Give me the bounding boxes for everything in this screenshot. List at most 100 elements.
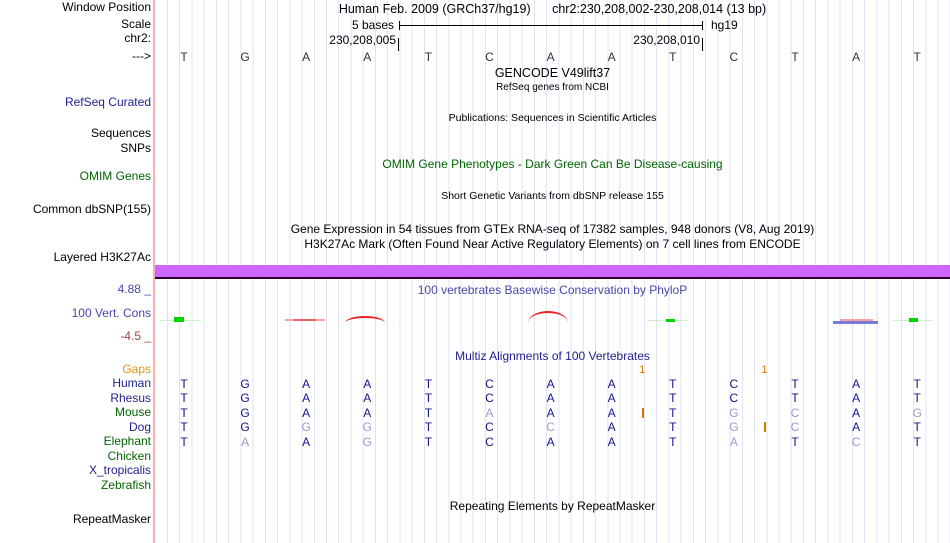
align-letter-mouse-9: G — [729, 405, 739, 420]
align-letter-mouse-6: A — [546, 405, 555, 420]
left-label-chromosome[interactable]: chr2: — [124, 31, 151, 45]
track-title-repeatmasker-title[interactable]: Repeating Elements by RepeatMasker — [449, 499, 656, 513]
track-title-refseq-ncbi[interactable]: RefSeq genes from NCBI — [496, 82, 609, 93]
align-letter-dog-4: T — [424, 420, 433, 435]
species-label-mouse[interactable]: Mouse — [114, 405, 151, 420]
align-letter-rhesus-10: T — [791, 391, 799, 406]
track-title-omim-phenotypes[interactable]: OMIM Gene Phenotypes - Dark Green Can Be… — [382, 157, 723, 171]
cons-mark-block-11 — [909, 317, 918, 322]
left-label-sequences[interactable]: Sequences — [90, 126, 151, 140]
ruler-tick-left — [398, 38, 399, 51]
align-letter-elephant-9: A — [729, 434, 738, 449]
align-letter-elephant-4: T — [424, 434, 433, 449]
cons-mark-hline-9 — [840, 319, 873, 321]
track-title-publications[interactable]: Publications: Sequences in Scientific Ar… — [448, 112, 657, 124]
track-title-phylop-title[interactable]: 100 vertebrates Basewise Conservation by… — [417, 283, 688, 297]
align-letter-mouse-7: A — [607, 405, 616, 420]
align-letter-elephant-3: G — [362, 434, 372, 449]
track-title-gencode[interactable]: GENCODE V49lift37 — [494, 66, 611, 80]
align-letter-human-0: T — [180, 376, 188, 391]
align-letter-elephant-12: T — [913, 434, 921, 449]
align-letter-human-12: T — [913, 376, 921, 391]
cons-mark-block-1 — [174, 317, 184, 322]
left-label-cons-max[interactable]: 4.88 _ — [117, 282, 151, 296]
left-label-refseq-curated[interactable]: RefSeq Curated — [64, 95, 151, 109]
species-label-human[interactable]: Human — [112, 376, 151, 391]
align-letter-mouse-5: A — [485, 405, 494, 420]
ruler-base-2: A — [302, 50, 311, 64]
align-letter-dog-2: G — [301, 420, 311, 435]
align-letter-rhesus-11: A — [852, 391, 861, 406]
left-label-100-vert-cons[interactable]: 100 Vert. Cons — [71, 306, 151, 320]
align-letter-human-11: A — [852, 376, 861, 391]
align-letter-dog-9: G — [729, 420, 739, 435]
species-label-elephant[interactable]: Elephant — [103, 434, 151, 449]
align-letter-rhesus-4: T — [424, 391, 433, 406]
assembly-title: Human Feb. 2009 (GRCh37/hg19) — [338, 2, 531, 16]
species-label-rhesus[interactable]: Rhesus — [110, 390, 151, 405]
cons-mark-arc-4 — [345, 316, 385, 323]
left-label-repeatmasker[interactable]: RepeatMasker — [72, 512, 151, 526]
left-label-common-dbsnp[interactable]: Common dbSNP(155) — [32, 202, 151, 216]
ruler-base-7: A — [607, 50, 616, 64]
ruler-base-10: T — [791, 50, 799, 64]
ruler-pos-left: 230,208,005 — [329, 33, 396, 47]
align-letter-rhesus-1: G — [240, 391, 250, 406]
align-letter-mouse-3: A — [363, 405, 372, 420]
align-letter-mouse-1: G — [240, 405, 250, 420]
position-title: chr2:230,208,002-230,208,014 (13 bp) — [552, 2, 767, 16]
align-letter-human-6: A — [546, 376, 555, 391]
align-letter-rhesus-0: T — [180, 391, 188, 406]
ruler-base-6: A — [546, 50, 555, 64]
left-label-snps[interactable]: SNPs — [120, 141, 151, 155]
align-letter-rhesus-8: T — [669, 391, 677, 406]
align-letter-mouse-11: A — [852, 405, 861, 420]
species-label-zebrafish[interactable]: Zebrafish — [100, 477, 151, 492]
align-letter-dog-3: G — [362, 420, 372, 435]
align-letter-dog-6: C — [546, 420, 555, 435]
align-letter-elephant-5: C — [485, 434, 494, 449]
left-label-scale[interactable]: Scale — [120, 17, 151, 31]
species-label-gaps[interactable]: Gaps — [122, 362, 151, 376]
gap-count-label-0: 1 — [639, 363, 646, 376]
align-letter-dog-1: G — [240, 420, 250, 435]
species-label-dog[interactable]: Dog — [128, 419, 151, 434]
h3k27ac-density-bar[interactable] — [155, 265, 950, 279]
left-label-cons-min[interactable]: -4.5 _ — [120, 329, 151, 343]
align-letter-elephant-10: T — [791, 434, 799, 449]
align-letter-dog-5: C — [485, 420, 494, 435]
align-letter-dog-11: A — [852, 420, 861, 435]
track-title-h3k27ac-title[interactable]: H3K27Ac Mark (Often Found Near Active Re… — [304, 237, 801, 251]
align-letter-dog-0: T — [180, 420, 188, 435]
align-letter-human-4: T — [424, 376, 433, 391]
ruler-base-12: T — [913, 50, 921, 64]
align-letter-elephant-0: T — [180, 434, 188, 449]
left-label-window-position[interactable]: Window Position — [62, 0, 151, 14]
left-label-strand-arrow[interactable]: ---> — [132, 49, 151, 63]
align-letter-rhesus-2: A — [302, 391, 311, 406]
align-letter-human-8: T — [669, 376, 677, 391]
ruler-base-11: A — [852, 50, 861, 64]
track-title-gtex[interactable]: Gene Expression in 54 tissues from GTEx … — [290, 222, 815, 236]
align-letter-mouse-4: T — [424, 405, 433, 420]
cons-mark-hline-3 — [294, 318, 316, 321]
align-letter-dog-8: T — [669, 420, 677, 435]
species-label-x_tropicalis[interactable]: X_tropicalis — [88, 463, 151, 478]
left-label-layered-h3k27ac[interactable]: Layered H3K27Ac — [53, 250, 151, 264]
align-letter-human-9: C — [729, 376, 739, 391]
track-title-multiz-title[interactable]: Multiz Alignments of 100 Vertebrates — [455, 349, 650, 363]
align-letter-dog-12: T — [913, 420, 921, 435]
insert-tick-dog-0 — [764, 422, 767, 433]
align-letter-human-2: A — [302, 376, 311, 391]
align-letter-elephant-1: A — [241, 434, 250, 449]
align-letter-human-5: C — [485, 376, 494, 391]
insert-tick-mouse-0 — [642, 407, 645, 418]
scale-label: 5 bases — [351, 18, 394, 32]
align-letter-rhesus-3: A — [363, 391, 372, 406]
species-label-chicken[interactable]: Chicken — [107, 448, 151, 463]
left-label-omim-genes[interactable]: OMIM Genes — [79, 169, 151, 183]
align-letter-dog-7: A — [607, 420, 616, 435]
track-title-dbsnp-155[interactable]: Short Genetic Variants from dbSNP releas… — [441, 190, 664, 202]
align-letter-elephant-2: A — [302, 434, 311, 449]
